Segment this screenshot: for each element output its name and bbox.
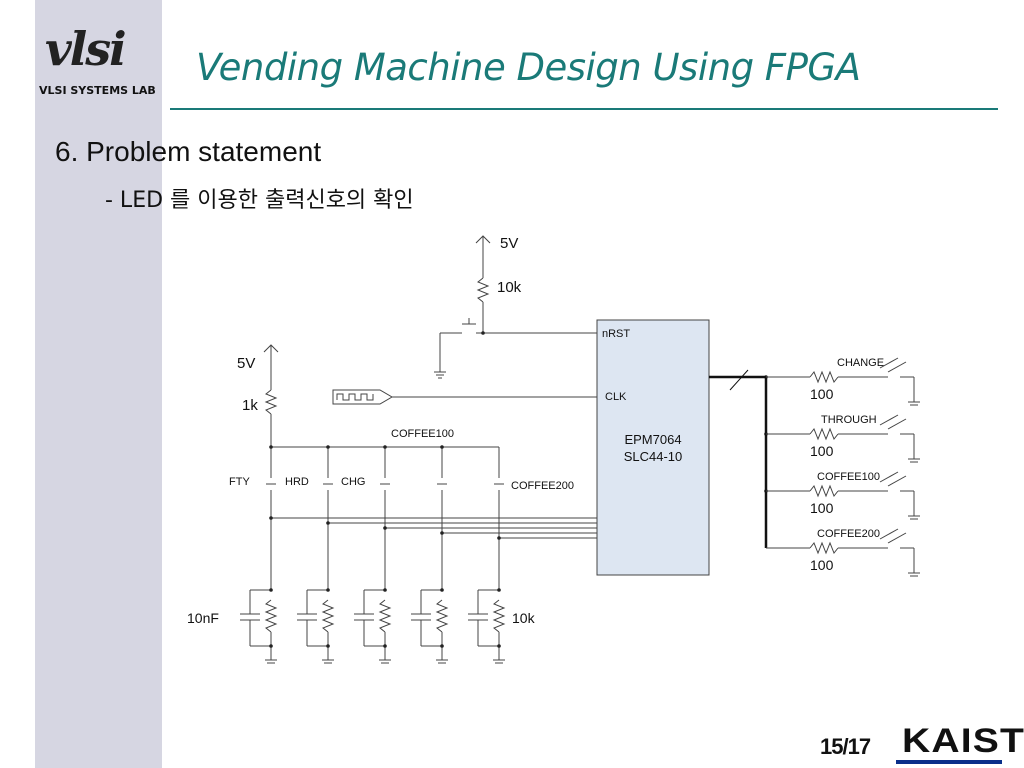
vlsi-logo: vlsi VLSI SYSTEMS LAB: [35, 22, 162, 112]
cap-label: 10nF: [187, 610, 219, 626]
switch-column-coffee100: [437, 447, 447, 590]
rc-network-chg: [354, 589, 392, 664]
rc-network-coffee100: [411, 589, 449, 664]
section-subheading: - LED 를 이용한 출력신호의 확인: [105, 188, 414, 213]
switch-label-hrd: HRD: [285, 476, 309, 488]
switch-column-chg: [380, 447, 390, 590]
section-heading: 6. Problem statement: [55, 136, 322, 167]
rc-network-hrd: [297, 589, 335, 664]
led-resistor-coffee100: 100: [810, 500, 834, 516]
pulldown-label: 10k: [512, 610, 536, 626]
chip-package-label: SLC44-10: [624, 449, 683, 464]
switch-label-chg: CHG: [341, 476, 365, 488]
switch-column-coffee200: [494, 447, 504, 590]
slide-title: Vending Machine Design Using FPGA: [196, 46, 861, 89]
kaist-logo: KAIST: [902, 722, 1024, 760]
led-resistor-through: 100: [810, 443, 834, 459]
switch-label-fty: FTY: [229, 476, 250, 488]
led-branch-change: [766, 357, 920, 406]
pullup-left-resistor: [264, 389, 278, 415]
led-label-through: THROUGH: [821, 414, 877, 426]
logo-mark: vlsi: [45, 22, 127, 76]
led-resistor-change: 100: [810, 386, 834, 402]
clock-source: [332, 389, 393, 405]
vcc-top-label: 5V: [500, 235, 518, 252]
pullup-top-label: 10k: [497, 279, 522, 296]
switch-label-coffee100: COFFEE100: [391, 428, 454, 440]
switch-column-hrd: [323, 447, 333, 590]
pin-clk-label: CLK: [605, 391, 627, 403]
pullup-top-resistor: [476, 277, 490, 303]
chip-name-label: EPM7064: [624, 432, 681, 447]
page-number: 15/17: [820, 734, 871, 759]
rc-network-coffee200: [468, 589, 506, 664]
rc-network-fty: [240, 589, 278, 664]
led-label-coffee200: COFFEE200: [817, 528, 880, 540]
led-branch-coffee200: [766, 528, 920, 577]
kaist-logo-underline: [896, 760, 1002, 764]
switch-column-fty: [266, 447, 276, 590]
pullup-left-label: 1k: [242, 397, 258, 414]
led-branch-coffee100: [766, 471, 920, 520]
vcc-left-label: 5V: [237, 355, 255, 372]
led-label-coffee100: COFFEE100: [817, 471, 880, 483]
led-branch-through: [766, 414, 920, 463]
led-resistor-coffee200: 100: [810, 557, 834, 573]
title-divider: [170, 108, 998, 110]
led-label-change: CHANGE: [837, 357, 884, 369]
pin-nrst-label: nRST: [602, 328, 630, 340]
sidebar-stripe: [35, 0, 162, 768]
switch-label-coffee200: COFFEE200: [511, 480, 574, 492]
logo-subtitle: VLSI SYSTEMS LAB: [39, 84, 156, 97]
fpga-chip: [596, 319, 710, 576]
